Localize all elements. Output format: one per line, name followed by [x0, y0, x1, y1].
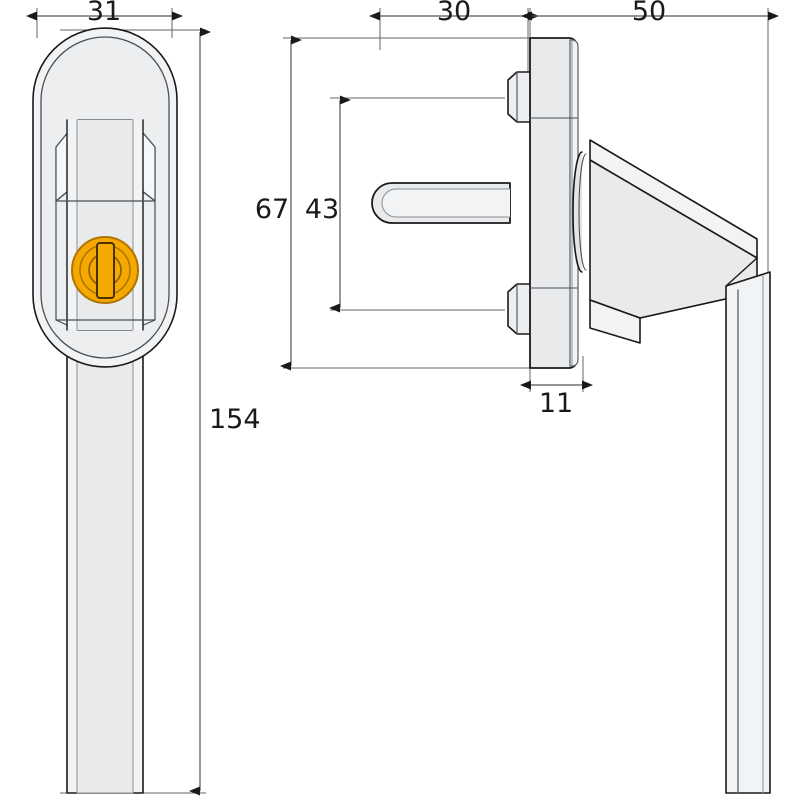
side-view [371, 37, 771, 794]
dimension-labels: 31 30 50 67 43 11 154 [87, 0, 666, 435]
dimension-label-30: 30 [437, 0, 471, 27]
lock-keyway-icon [96, 242, 115, 299]
dimension-label-31: 31 [87, 0, 121, 27]
lock-cylinder[interactable] [71, 236, 139, 304]
spindle [371, 182, 511, 224]
pivot-seam [572, 151, 587, 273]
dimension-label-67: 67 [255, 194, 289, 225]
dimension-label-154: 154 [209, 404, 261, 435]
dimension-label-50: 50 [632, 0, 666, 27]
lever-arm[interactable] [589, 139, 771, 794]
front-view [32, 27, 178, 794]
mounting-plate [529, 37, 579, 369]
dimension-label-43: 43 [305, 194, 339, 225]
dimension-lines [26, 11, 779, 796]
dimension-label-11: 11 [539, 388, 573, 419]
